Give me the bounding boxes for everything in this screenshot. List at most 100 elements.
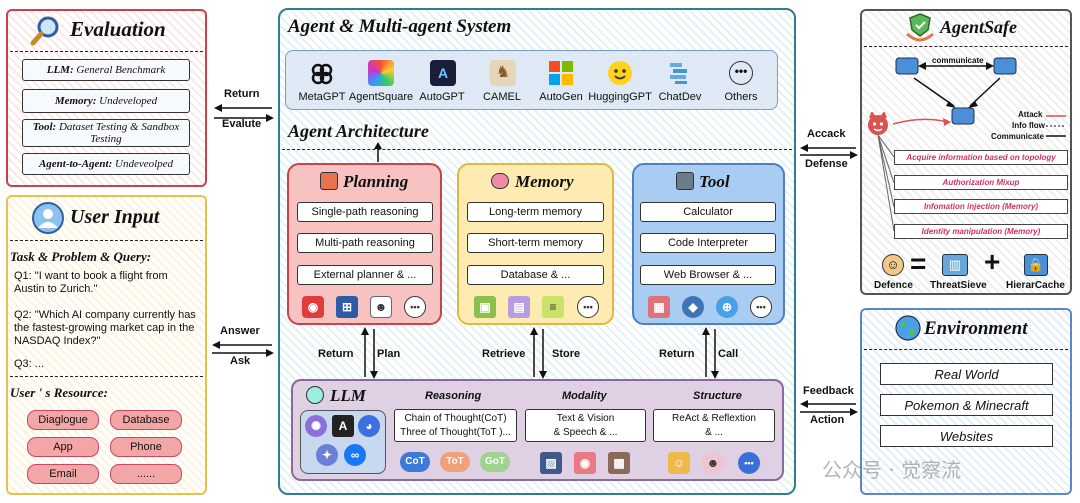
planning-icon [320,172,338,190]
tool-item-browser: Web Browser & ... [640,265,776,285]
memory-item-long: Long-term memory [467,202,604,222]
resource-app: App [27,437,99,457]
brain-icon [306,386,324,404]
arrow-action [800,408,858,416]
tool-item-calculator: Calculator [640,202,776,222]
team-icon: ☻ [702,452,724,474]
watermark: 公众号 · 觉察流 [822,458,962,482]
resource-phone: Phone [110,437,182,457]
arrow-up [374,142,382,162]
framework-label-autogpt: AutoGPT [419,91,465,103]
legend-attack: Attack [1018,110,1043,119]
framework-label-others: Others [724,91,758,103]
badge-tot: ToT [440,452,470,472]
modality-box: Text & Vision& Speech & ... [525,409,646,442]
robot-icon: ☻ [370,296,392,318]
calculator-icon: ▦ [648,296,670,318]
label-feedback: Feedback [803,385,854,397]
divider [10,240,203,241]
label-defense: Defense [805,158,848,170]
autogpt-icon: A [430,60,456,86]
badge-cot: CoT [400,452,430,472]
threatsieve-icon: ▥ [942,254,968,276]
query-q1: Q1: "I want to book a flight from Austin… [14,270,168,295]
memory-title: Memory [515,172,574,191]
memory-icon [491,173,509,189]
hierarcache-label: HierarCache [1006,280,1065,291]
arrow-evalute [214,114,274,122]
python-icon: ◆ [682,296,704,318]
eval-item-agent: Agent-to-Agent: Undeveolped [22,153,190,175]
agentsafe-title: AgentSafe [940,17,1018,37]
more-icon: ••• [738,452,760,474]
label-ask: Ask [230,355,251,367]
meta-icon: ∞ [344,444,366,466]
framework-label-hugginggpt: HuggingGPT [588,91,652,103]
label-return-planning: Return [318,348,354,360]
env-real-world: Real World [880,363,1053,385]
red-app-icon: ◉ [302,296,324,318]
structure-box: ReAct & Reflextion& ... [653,409,775,442]
threatsieve-label: ThreatSieve [930,280,987,291]
more-icon: ••• [750,296,772,318]
query-heading: Task & Problem & Query: [10,249,152,264]
openai-icon: ✺ [305,415,327,437]
divider [864,349,1068,350]
arrow-attack [800,144,856,152]
llm-title: LLM [330,386,366,405]
arrows-memory-llm [530,327,547,379]
video-icon: ◉ [574,452,596,474]
query-q2: Q2: "Which AI company currently has the … [14,309,196,347]
planning-item-multi: Multi-path reasoning [297,233,433,253]
label-store: Store [552,348,581,360]
divider [10,51,203,52]
reasoning-box: Chain of Thought(CoT)Three of Thought(To… [394,409,517,442]
modality-title: Modality [562,390,607,402]
threat-branches [877,134,895,232]
threat-identity: Identity manipulation (Memory) [894,224,1068,239]
frameworks-bar [285,50,778,110]
reasoning-title: Reasoning [425,390,482,402]
tool-item-code: Code Interpreter [640,233,776,253]
label-accack: Accack [807,128,846,140]
more-icon: ••• [577,296,599,318]
legend-lines [1046,115,1066,137]
threat-topology: Acquire information based on topology [894,150,1068,165]
divider [864,46,1068,47]
shield-hands-icon [906,12,934,42]
environment-title: Environment [924,318,1028,339]
hierarcache-icon: 🔒 [1024,254,1048,276]
eq-sign: = [910,248,927,279]
image-icon: ▨ [540,452,562,474]
resource-more: ...... [110,464,182,484]
devil-icon [866,110,890,136]
label-evalute: Evalute [222,118,262,130]
arrow-ask [212,349,274,357]
earth-icon [895,315,921,341]
resource-database: Database [110,410,182,430]
threat-injection: Infomation injection (Memory) [894,199,1068,214]
deepseek-icon: ◕ [358,415,380,437]
divider [10,376,203,377]
arrows-planning-llm [361,327,378,379]
resource-email: Email [27,464,99,484]
legend-communicate: Communicate [991,132,1044,141]
arrow-return [214,104,272,112]
query-q3: Q3: ... [14,358,44,370]
toolbox-icon [676,172,694,190]
chip-icon: ▣ [474,296,496,318]
globe-icon: ⊕ [716,296,738,318]
divider [282,149,792,150]
anthropic-icon: A [332,415,354,437]
tool-title: Tool [699,172,730,191]
eval-item-tool: Tool: Dataset Testing & Sandbox Testing [22,119,190,147]
attack-arrow [892,118,951,126]
legend-infoflow: Info flow [1012,121,1045,130]
memory-item-database: Database & ... [467,265,604,285]
label-call: Call [718,348,739,360]
planning-title: Planning [343,172,409,191]
communicate-label: communicate [932,56,984,65]
magnifier-icon [30,14,62,46]
env-pokemon-minecraft: Pokemon & Minecraft [880,394,1053,416]
label-return-tool: Return [659,348,695,360]
